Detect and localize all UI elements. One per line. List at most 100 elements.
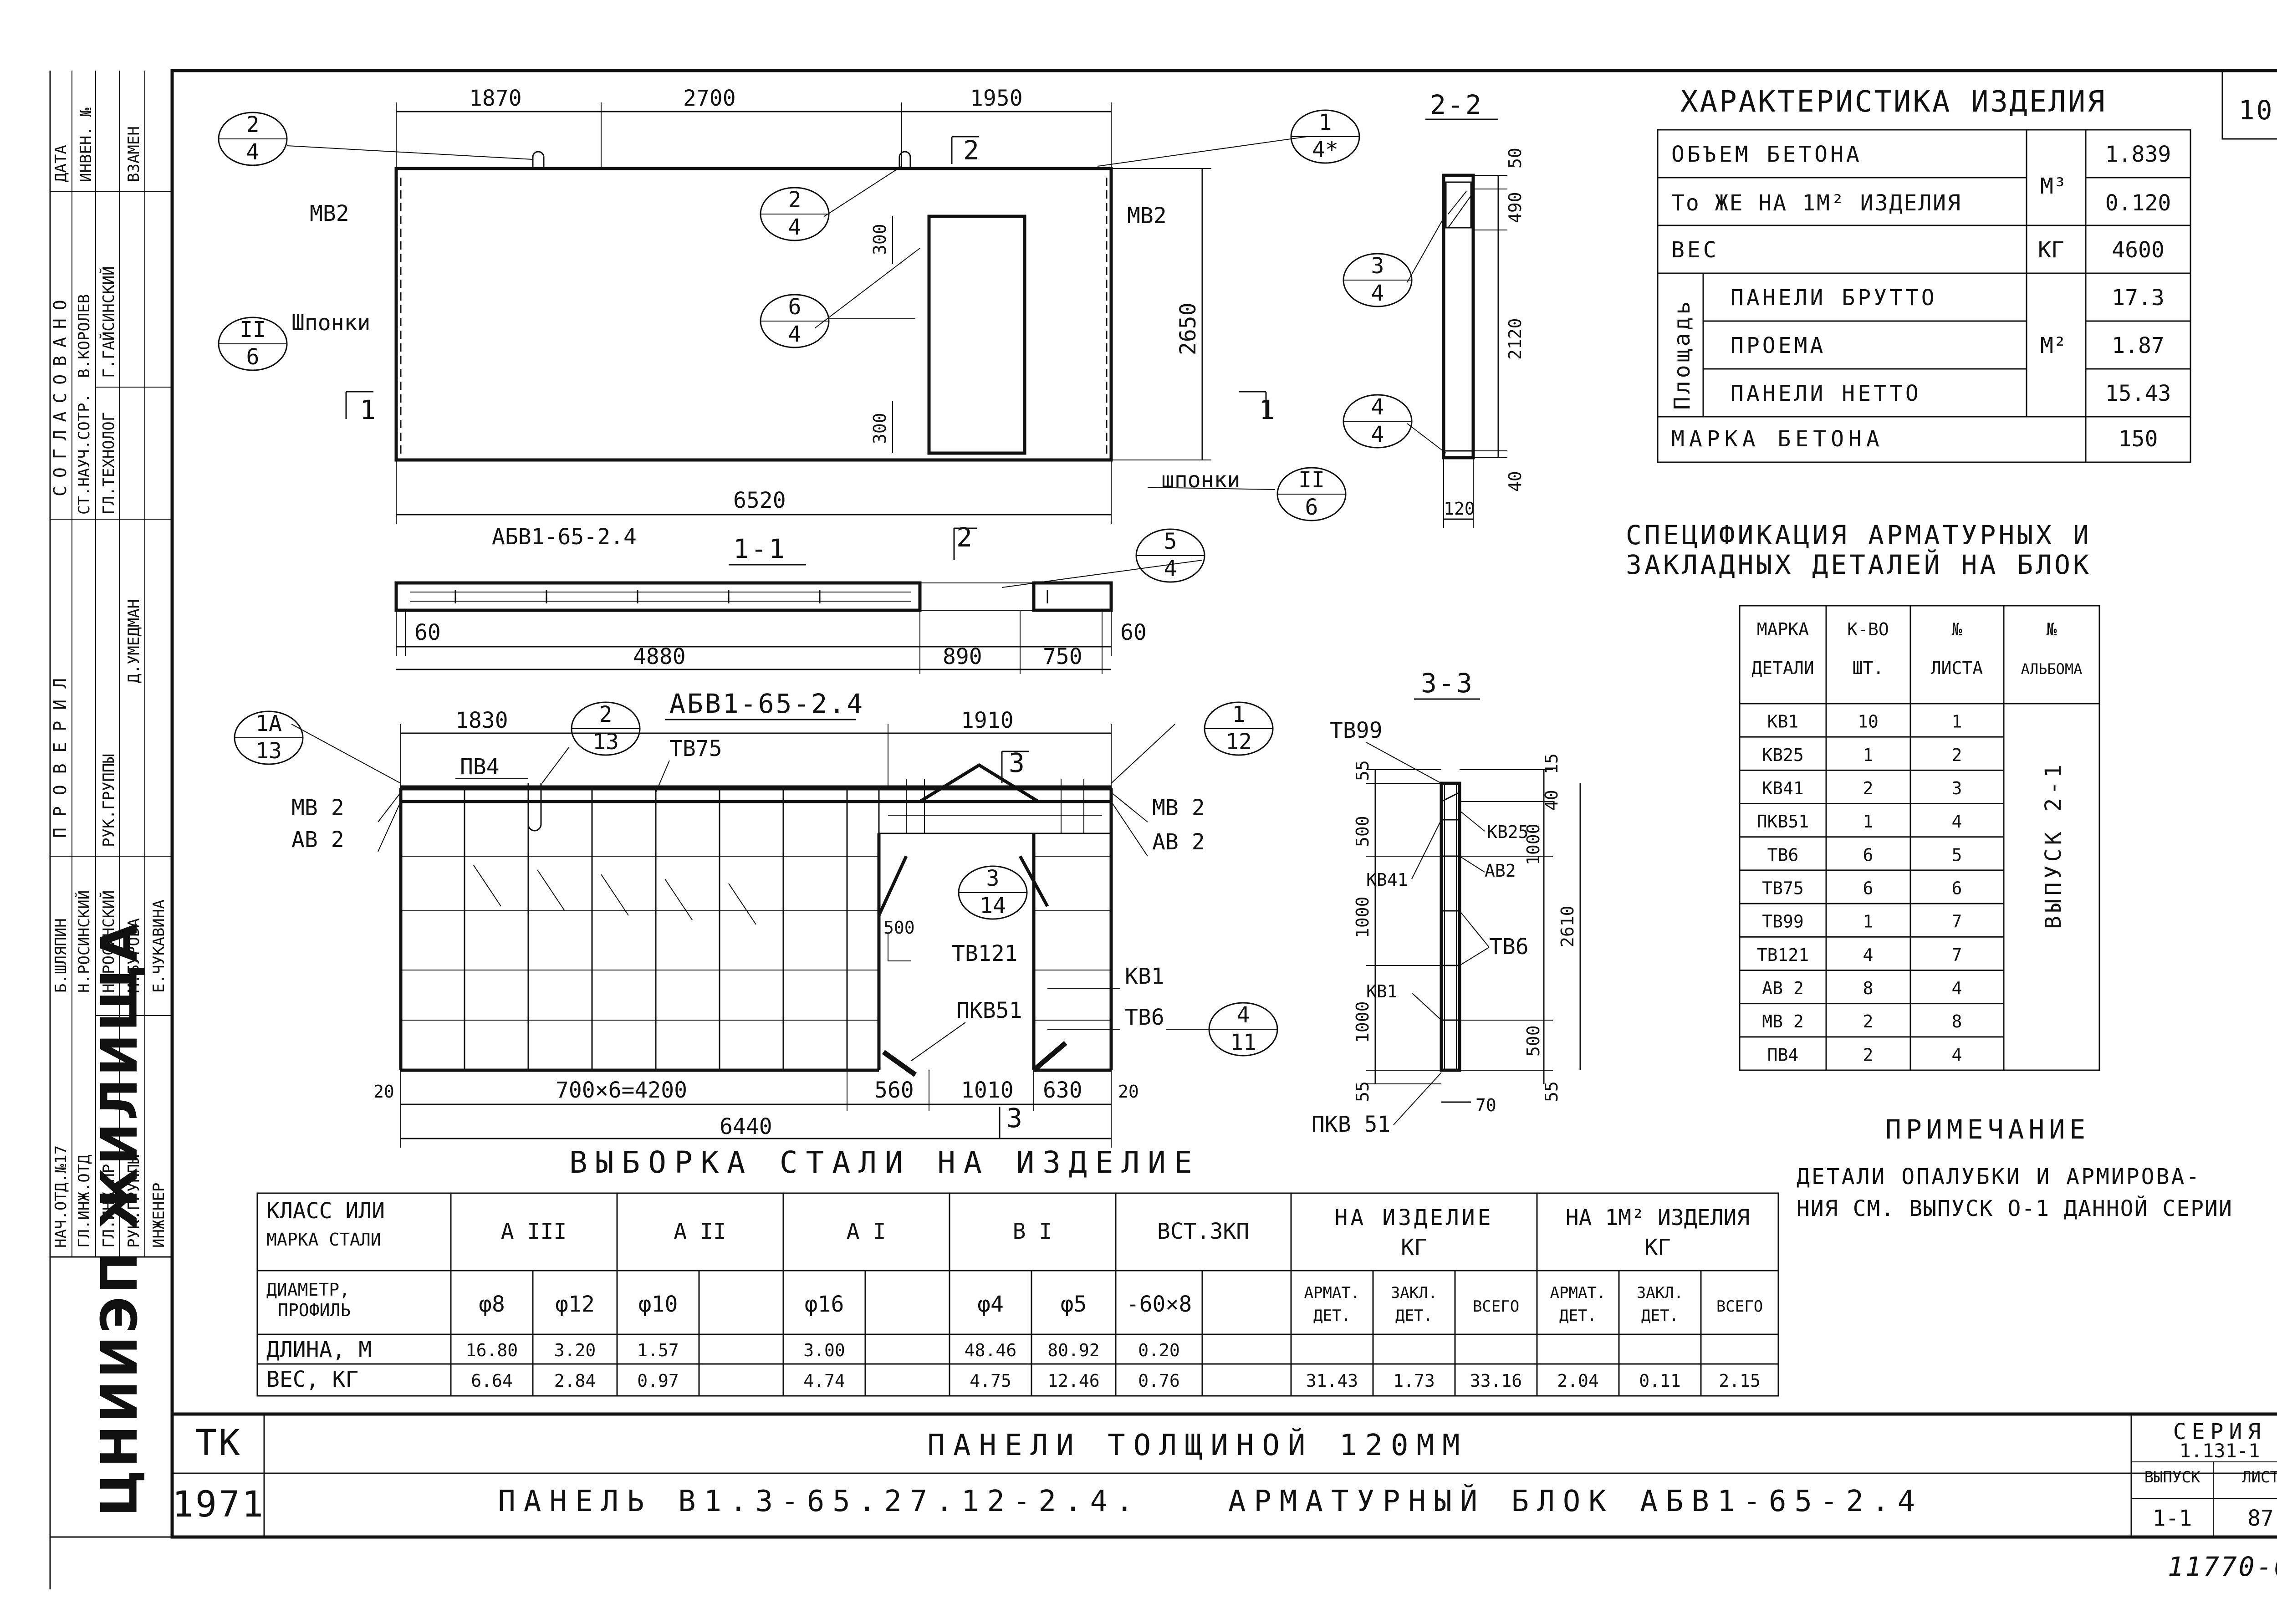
stamp-date-label: ДАТА — [52, 145, 70, 182]
svg-text:ДЕТ.: ДЕТ. — [1641, 1307, 1679, 1325]
svg-text:ЗАКЛ.: ЗАКЛ. — [1391, 1284, 1437, 1302]
spec-cell-sheet: 8 — [1952, 1011, 1962, 1032]
dim-text: 300 — [870, 224, 890, 255]
mv2-right-label: МВ2 — [1127, 203, 1167, 229]
char-value: 1.87 — [2112, 333, 2165, 358]
spec-cell-qty: 6 — [1863, 878, 1874, 899]
spec-title-2: ЗАКЛАДНЫХ ДЕТАЛЕЙ НА БЛОК — [1626, 549, 2092, 580]
spec-cell-qty: 6 — [1863, 845, 1874, 865]
svg-text:13: 13 — [255, 738, 282, 764]
section-mark: 2 — [963, 135, 981, 166]
svg-text:ЛИСТА: ЛИСТА — [1931, 658, 1983, 678]
block-title: АБВ1-65-2.4 — [669, 688, 864, 719]
dim-text: 2610 — [1557, 905, 1578, 947]
svg-text:ВСЕГО: ВСЕГО — [1716, 1297, 1763, 1316]
panel-view: 1870 2700 1950 2650 300 300 6520 МВ2 МВ2… — [286, 86, 1307, 524]
kv1-label: КВ1 — [1125, 964, 1164, 989]
dim-text: 15 — [1542, 753, 1562, 774]
svg-text:АРМАТ.: АРМАТ. — [1304, 1284, 1360, 1302]
spec-cell-qty: 10 — [1858, 712, 1879, 732]
dim-text: 1830 — [455, 708, 508, 733]
svg-text:2: 2 — [599, 702, 613, 727]
callout: 1 12 — [1204, 701, 1274, 756]
title-line-1: ПАНЕЛИ ТОЛЩИНОЙ 120ММ — [927, 1428, 1468, 1462]
dim-text: 2700 — [683, 86, 736, 111]
steel-length: 3.20 — [554, 1340, 596, 1360]
pkv51-label: ПКВ51 — [956, 998, 1022, 1023]
steel-weight: 4.75 — [970, 1371, 1011, 1391]
section-mark: 1 — [1259, 394, 1277, 425]
svg-text:АРМАТ.: АРМАТ. — [1550, 1284, 1606, 1302]
svg-text:В I: В I — [1013, 1219, 1052, 1244]
stamp-name: Б.ШЛЯПИН — [52, 918, 70, 993]
dim-text: 300 — [870, 413, 890, 444]
svg-text:А II: А II — [674, 1219, 726, 1244]
char-value: 0.120 — [2105, 190, 2171, 216]
svg-text:А III: А III — [501, 1219, 567, 1244]
spec-cell-sheet: 5 — [1952, 845, 1962, 865]
steel-length: 16.80 — [466, 1340, 518, 1360]
svg-text:КЛАСС ИЛИ: КЛАСС ИЛИ — [266, 1198, 385, 1224]
sheet-frame — [49, 69, 2277, 1589]
steel-weight: 2.04 — [1557, 1371, 1599, 1391]
svg-text:13: 13 — [592, 729, 619, 755]
org-logo: ЦНИИЭП ЖИЛИЩА — [50, 921, 172, 1538]
steel-weight: 0.97 — [637, 1371, 679, 1391]
stamp-role: ГЛ.ИНЖ.ПР. — [100, 1154, 118, 1248]
callout: 3 4 — [1343, 253, 1413, 307]
stamp-name: Г.ГАЙСИНСКИЙ — [99, 266, 118, 378]
section-3-3: 3-3 55 500 1000 1000 55 15 40 1000 2610 … — [1312, 668, 1581, 1137]
svg-text:4*: 4* — [1312, 137, 1338, 163]
dim-text: 2650 — [1175, 302, 1201, 355]
specification-table: СПЕЦИФИКАЦИЯ АРМАТУРНЫХ И ЗАКЛАДНЫХ ДЕТА… — [1626, 520, 2100, 1071]
spec-cell-sheet: 4 — [1952, 1045, 1962, 1065]
spec-cell-sheet: 6 — [1952, 878, 1962, 899]
svg-text:АЛЬБОМА: АЛЬБОМА — [2021, 660, 2083, 678]
svg-text:11: 11 — [1230, 1030, 1256, 1055]
kv25-label: КВ25 — [1487, 822, 1529, 842]
char-unit: М² — [2040, 333, 2067, 358]
char-unit: КГ — [2038, 237, 2064, 263]
callout: 1 4* — [1290, 109, 1360, 164]
svg-text:ДЕТ.: ДЕТ. — [1559, 1307, 1597, 1325]
callout: 2 13 — [571, 701, 641, 756]
stamp-role: ГЛ.ТЕХНОЛОГ — [100, 412, 118, 515]
spec-cell-mark: КВ1 — [1767, 712, 1799, 732]
char-name: ВЕС — [1671, 237, 1719, 263]
title-line-2b: АРМАТУРНЫЙ БЛОК АБВ1-65-2.4 — [1228, 1484, 1923, 1518]
steel-length: 1.57 — [637, 1340, 679, 1360]
tv121-label: ТВ121 — [952, 941, 1018, 966]
archive-code: 11770-02 102 — [2168, 1551, 2277, 1582]
dim-text: 60 — [1120, 620, 1147, 645]
steel-title: ВЫБОРКА СТАЛИ НА ИЗДЕЛИЕ — [569, 1145, 1200, 1180]
section-2-2: 2-2 50 490 2120 40 120 — [1407, 89, 1525, 528]
dim-text: 4880 — [633, 644, 686, 669]
callout: 2 4 — [760, 187, 830, 241]
tv6-label: ТВ6 — [1125, 1005, 1164, 1030]
spec-cell-qty: 1 — [1863, 812, 1874, 832]
dim-text: 1010 — [961, 1078, 1014, 1103]
note-line-1: ДЕТАЛИ ОПАЛУБКИ И АРМИРОВА- — [1797, 1164, 2201, 1190]
dim-text: 700×6=4200 — [556, 1078, 687, 1103]
dim-text: 1950 — [970, 86, 1023, 111]
char-value: 17.3 — [2112, 285, 2165, 311]
dim-text: 120 — [1444, 499, 1475, 519]
svg-text:3: 3 — [986, 866, 1000, 891]
steel-length: 0.20 — [1138, 1340, 1180, 1360]
steel-weight: 1.73 — [1393, 1371, 1435, 1391]
spec-cell-qty: 4 — [1863, 945, 1874, 965]
dim-text: 55 — [1353, 760, 1373, 781]
stamp-name: Д.УМЕДМАН — [125, 599, 143, 683]
svg-text:ВЕС, КГ: ВЕС, КГ — [266, 1367, 358, 1392]
title-block: ТК 1971 ПАНЕЛИ ТОЛЩИНОЙ 120ММ ПАНЕЛЬ В1.… — [172, 1412, 2277, 1537]
svg-text:ДЛИНА, М: ДЛИНА, М — [266, 1337, 372, 1363]
av2-left-label: АВ 2 — [291, 827, 344, 853]
spec-album: ВЫПУСК 2-1 — [2041, 761, 2066, 929]
spec-cell-mark: ПКВ51 — [1757, 812, 1809, 832]
pv4-label: ПВ4 — [460, 754, 500, 780]
svg-text:4: 4 — [1237, 1002, 1250, 1028]
section-mark: 3 — [1006, 1103, 1024, 1134]
svg-text:12: 12 — [1225, 729, 1252, 755]
spec-cell-sheet: 2 — [1952, 745, 1962, 765]
